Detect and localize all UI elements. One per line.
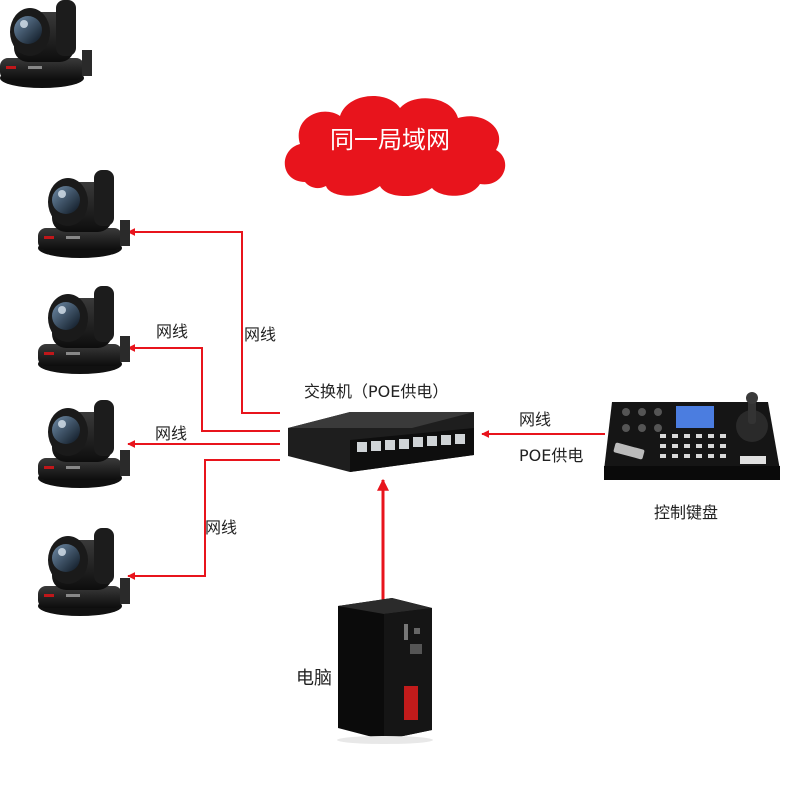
link-cam1: [127, 228, 280, 414]
network-switch-icon: [288, 412, 474, 472]
cable-label-cam1: 网线: [244, 325, 277, 344]
switch-label: 交换机（POE供电）: [304, 382, 449, 401]
cable-label-cam3: 网线: [155, 424, 188, 443]
keyboard-label: 控制键盘: [654, 503, 719, 522]
desktop-pc-icon: [337, 598, 433, 744]
link-cam4: [127, 459, 280, 580]
cable-label-cam2: 网线: [156, 322, 189, 341]
ptz-keyboard-icon: [604, 392, 780, 480]
connection-lines: [127, 228, 605, 600]
cloud-label: 同一局域网: [330, 126, 450, 154]
ptz-camera-icon: [0, 0, 92, 88]
cable-label-cam4: 网线: [205, 518, 238, 537]
pc-label: 电脑: [296, 668, 332, 689]
cloud-icon: [284, 96, 506, 197]
cable-label-keyboard: 网线: [519, 410, 552, 429]
link-cam2: [127, 344, 280, 432]
poe-label-keyboard: POE供电: [519, 446, 584, 465]
